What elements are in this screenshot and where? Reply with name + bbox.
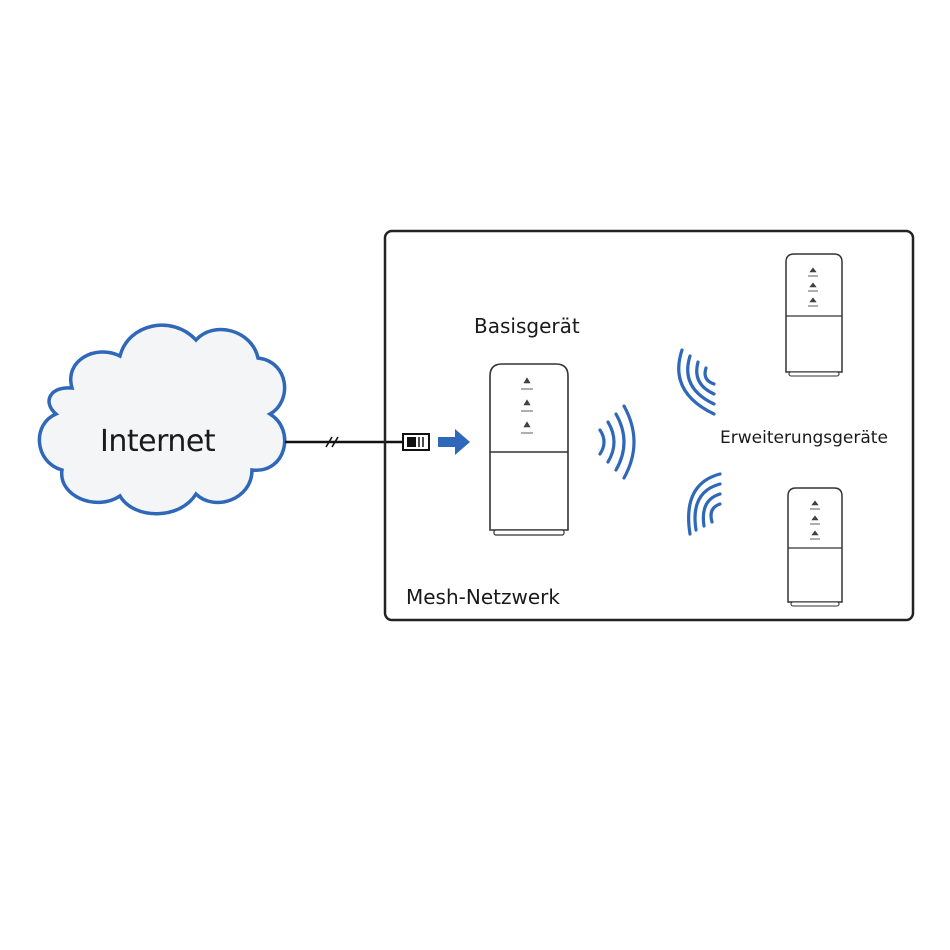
internet-label: Internet — [100, 424, 215, 459]
wifi-waves-bottom-icon — [689, 474, 720, 534]
base-device-label: Basisgerät — [474, 314, 580, 338]
extension-device-top-router-icon — [786, 254, 842, 376]
base-device-router-icon — [490, 364, 568, 535]
connection-arrow-icon — [438, 429, 470, 455]
extension-device-bottom-router-icon — [788, 488, 842, 606]
mesh-network-label: Mesh-Netzwerk — [406, 585, 560, 609]
ethernet-plug-icon — [403, 434, 429, 450]
wifi-waves-icon — [600, 406, 634, 478]
wifi-waves-top-icon — [679, 350, 714, 414]
cloud-icon — [39, 325, 284, 514]
extension-devices-label: Erweiterungsgeräte — [720, 428, 888, 448]
